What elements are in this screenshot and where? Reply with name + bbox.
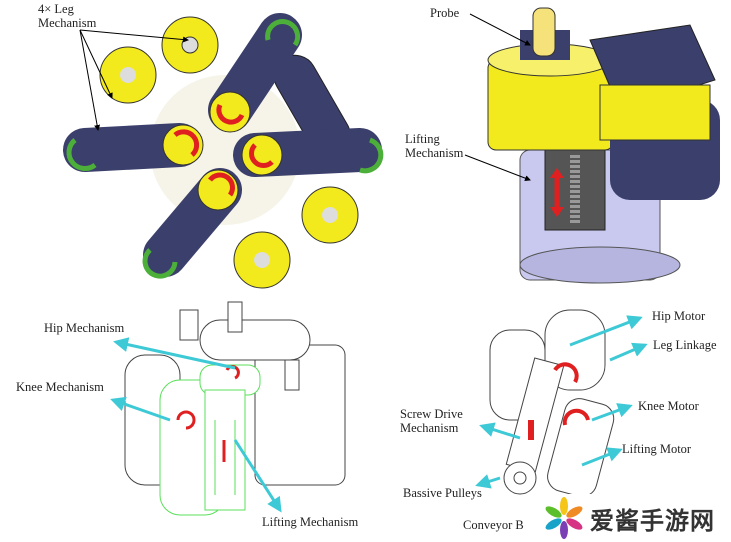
single-leg-render — [464, 7, 720, 284]
flower-logo-icon — [545, 497, 583, 539]
label-knee-motor: Knee Motor — [638, 399, 699, 413]
label-hip-motor: Hip Motor — [652, 309, 706, 323]
label-knee-mechanism: Knee Mechanism — [16, 380, 104, 394]
leg-mechanism-wireframe — [475, 309, 648, 498]
label-probe: Probe — [430, 6, 460, 20]
label-4x-leg-mechanism: 4× Leg Mechanism — [38, 2, 97, 30]
label-leg-linkage: Leg Linkage — [653, 338, 717, 352]
label-lifting-mechanism-bottom: Lifting Mechanism — [262, 515, 359, 529]
label-bassive-pulleys: Bassive Pulleys — [403, 486, 482, 500]
label-lifting-motor: Lifting Motor — [622, 442, 692, 456]
leg-wireframe — [110, 301, 346, 516]
watermark: 爱酱手游网 — [540, 494, 719, 542]
label-hip-mechanism: Hip Mechanism — [44, 321, 125, 335]
label-lifting-mechanism-top: Lifting Mechanism — [405, 132, 464, 160]
quad-leg-mechanism — [63, 13, 384, 289]
watermark-text: 爱酱手游网 — [590, 506, 715, 535]
label-screw-drive-mechanism: Screw Drive Mechanism — [400, 407, 463, 435]
label-conveyor: Conveyor B — [463, 518, 524, 532]
